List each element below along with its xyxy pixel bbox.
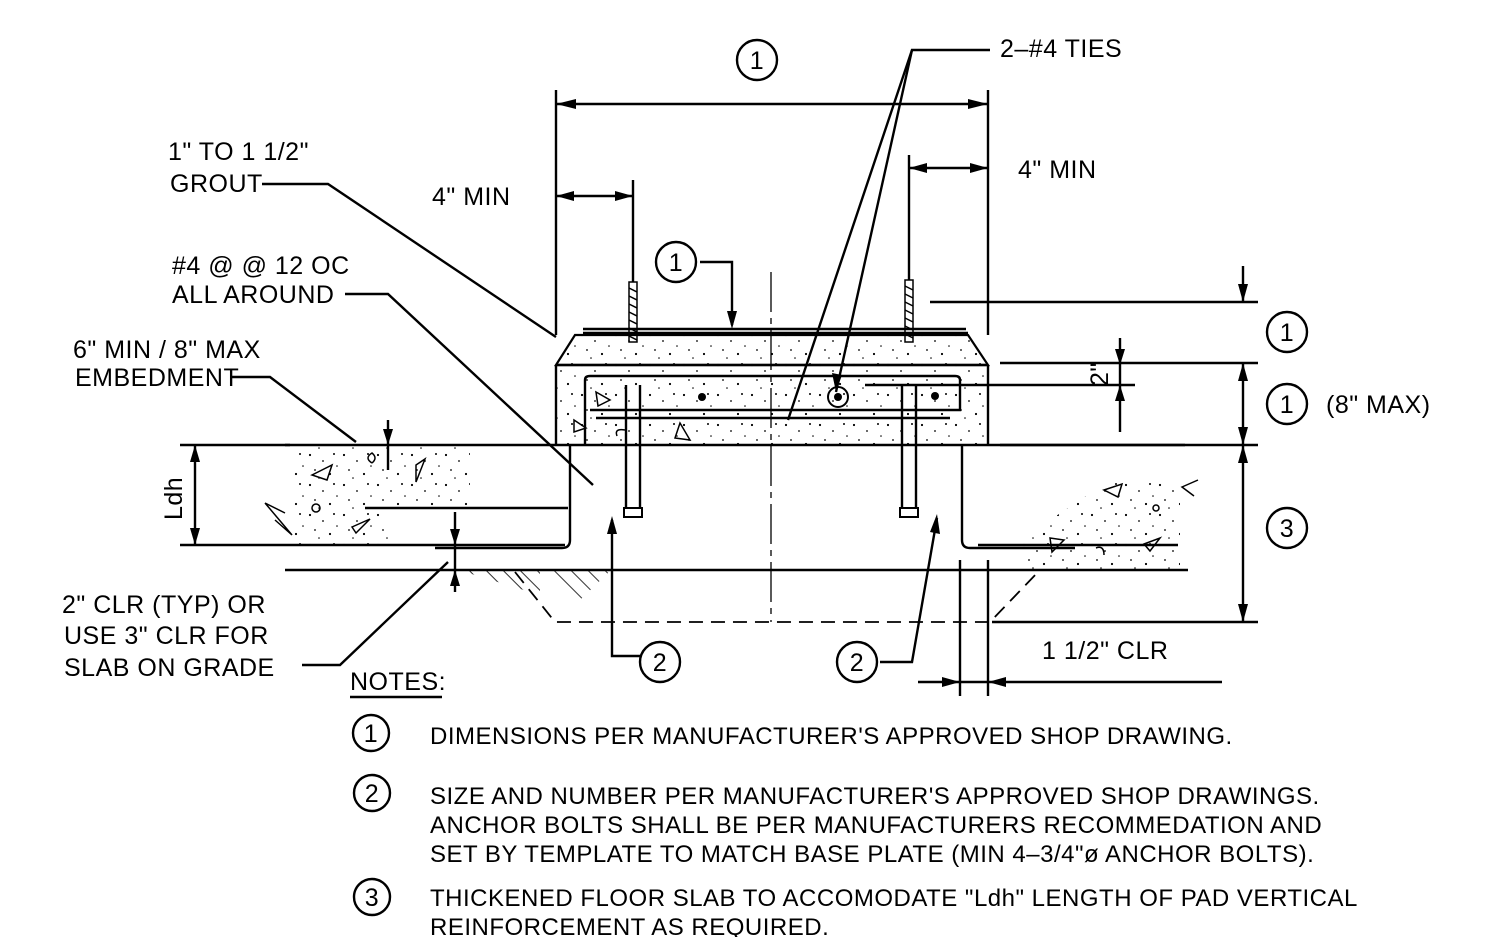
dimension-4in-right — [909, 163, 988, 173]
label-embedment-line2: EMBEDMENT — [75, 364, 239, 392]
concrete-pad — [554, 363, 990, 445]
notes-block: NOTES: 1 DIMENSIONS PER MANUFACTURER'S A… — [350, 668, 1358, 937]
label-1-5in-clr: 1 1/2" CLR — [1042, 637, 1168, 665]
svg-text:2: 2 — [653, 649, 667, 677]
label-4in-min-left: 4" MIN — [432, 183, 511, 211]
anchor-bolt-right — [899, 155, 919, 518]
anchor-bolt-left — [623, 180, 643, 518]
label-8in-max: (8" MAX) — [1326, 391, 1431, 419]
dimension-right-stack — [865, 266, 1258, 624]
svg-text:2: 2 — [850, 649, 864, 677]
svg-text:3: 3 — [1280, 515, 1294, 543]
label-ties: 2–#4 TIES — [1000, 35, 1122, 63]
svg-text:SET BY TEMPLATE TO MATCH BASE: SET BY TEMPLATE TO MATCH BASE PLATE (MIN… — [430, 841, 1314, 868]
label-ldh: Ldh — [160, 477, 188, 520]
dimension-pad-width — [554, 90, 990, 335]
leader-lines — [232, 48, 990, 667]
label-grout-line1: 1" TO 1 1/2" — [168, 138, 309, 166]
note-3: 3 THICKENED FLOOR SLAB TO ACCOMODATE "Ld… — [352, 877, 1358, 937]
svg-text:ANCHOR BOLTS SHALL BE PER MANU: ANCHOR BOLTS SHALL BE PER MANUFACTURERS … — [430, 812, 1322, 839]
svg-text:REINFORCEMENT AS REQUIRED.: REINFORCEMENT AS REQUIRED. — [430, 914, 829, 937]
label-embedment-line1: 6" MIN / 8" MAX — [73, 336, 261, 364]
label-rebar-line1: #4 @ @ 12 OC — [172, 252, 350, 280]
dimension-4in-left — [556, 191, 633, 201]
label-grout-line2: GROUT — [170, 170, 263, 198]
notes-heading: NOTES: — [350, 668, 446, 696]
svg-text:1: 1 — [1280, 391, 1294, 419]
svg-text:3: 3 — [365, 884, 379, 912]
label-clr-line3: SLAB ON GRADE — [64, 654, 275, 682]
note-2: 2 SIZE AND NUMBER PER MANUFACTURER'S APP… — [352, 773, 1322, 868]
callout-top-width: 1 — [735, 38, 779, 82]
svg-text:THICKENED FLOOR SLAB TO ACCOMO: THICKENED FLOOR SLAB TO ACCOMODATE "Ldh"… — [430, 885, 1358, 912]
callout-right-slab: 3 — [1265, 506, 1309, 550]
callout-bolt-right: 2 — [835, 640, 879, 684]
callout-plate: 1 — [654, 240, 698, 284]
note-1: 1 DIMENSIONS PER MANUFACTURER'S APPROVED… — [351, 713, 1233, 753]
svg-text:1: 1 — [1280, 319, 1294, 347]
dimension-1-5in-clr — [918, 560, 1222, 696]
label-rebar-line2: ALL AROUND — [172, 281, 334, 309]
svg-text:1: 1 — [669, 249, 683, 277]
svg-text:SIZE AND NUMBER PER MANUFACTUR: SIZE AND NUMBER PER MANUFACTURER'S APPRO… — [430, 783, 1320, 810]
svg-text:1: 1 — [364, 720, 378, 748]
label-clr-line2: USE 3" CLR FOR — [64, 622, 269, 650]
svg-text:1: 1 — [750, 47, 764, 75]
callout-right-lower: 1 — [1265, 382, 1309, 426]
label-2in: 2" — [1086, 362, 1114, 386]
svg-text:2: 2 — [365, 780, 379, 808]
dimension-ldh — [180, 420, 393, 547]
callout-right-upper: 1 — [1265, 310, 1309, 354]
dimension-2in-clr — [450, 512, 460, 592]
callout-bolt-left: 2 — [638, 640, 682, 684]
grout-layer — [554, 327, 991, 367]
label-clr-line1: 2" CLR (TYP) OR — [62, 591, 266, 619]
label-4in-min-right: 4" MIN — [1018, 156, 1097, 184]
svg-text:DIMENSIONS PER MANUFACTURER'S: DIMENSIONS PER MANUFACTURER'S APPROVED S… — [430, 723, 1233, 750]
